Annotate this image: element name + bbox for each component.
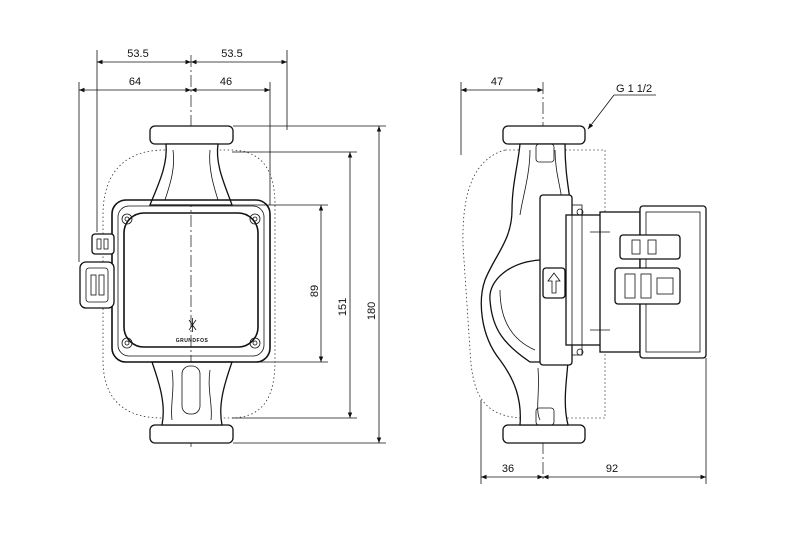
side-envelope-outline	[462, 149, 606, 419]
thread-label: G 1 1/2	[616, 83, 652, 95]
dim-top-right: 53.5	[221, 48, 242, 60]
dim-bottom-36: 36	[502, 463, 514, 475]
dim-bottom-92: 92	[606, 463, 618, 475]
dim-height-180: 180	[366, 302, 378, 320]
front-corner-screws	[121, 213, 261, 349]
dim-height-151: 151	[337, 298, 349, 316]
dim-height-89: 89	[309, 285, 321, 297]
svg-text:GRUNDFOS: GRUNDFOS	[176, 338, 209, 344]
side-bottom-flange	[502, 424, 586, 444]
side-view: G 1 1/2 47 36 92	[460, 76, 707, 484]
side-top-flange	[502, 125, 586, 145]
flow-direction-arrow-icon	[542, 267, 566, 299]
grundfos-logo: GRUNDFOS	[176, 318, 209, 344]
dim-right-offset: 46	[220, 76, 232, 88]
front-electrical-connectors	[79, 233, 115, 309]
side-motor-fins	[576, 208, 610, 356]
front-display-panel	[123, 212, 259, 348]
dim-top-left: 53.5	[127, 48, 148, 60]
front-top-flange	[149, 125, 234, 145]
dim-top-47: 47	[491, 76, 503, 88]
front-view: GRUNDFOS 53.5 53.5 64 46 89	[78, 48, 386, 448]
side-pump-housing	[480, 143, 571, 426]
dim-connector-left: 64	[129, 76, 141, 88]
front-envelope-outline	[102, 149, 276, 419]
front-bottom-flange	[149, 424, 234, 444]
front-upper-housing	[149, 143, 233, 206]
side-electrical-connectors	[614, 234, 681, 305]
front-lower-housing	[151, 361, 233, 426]
